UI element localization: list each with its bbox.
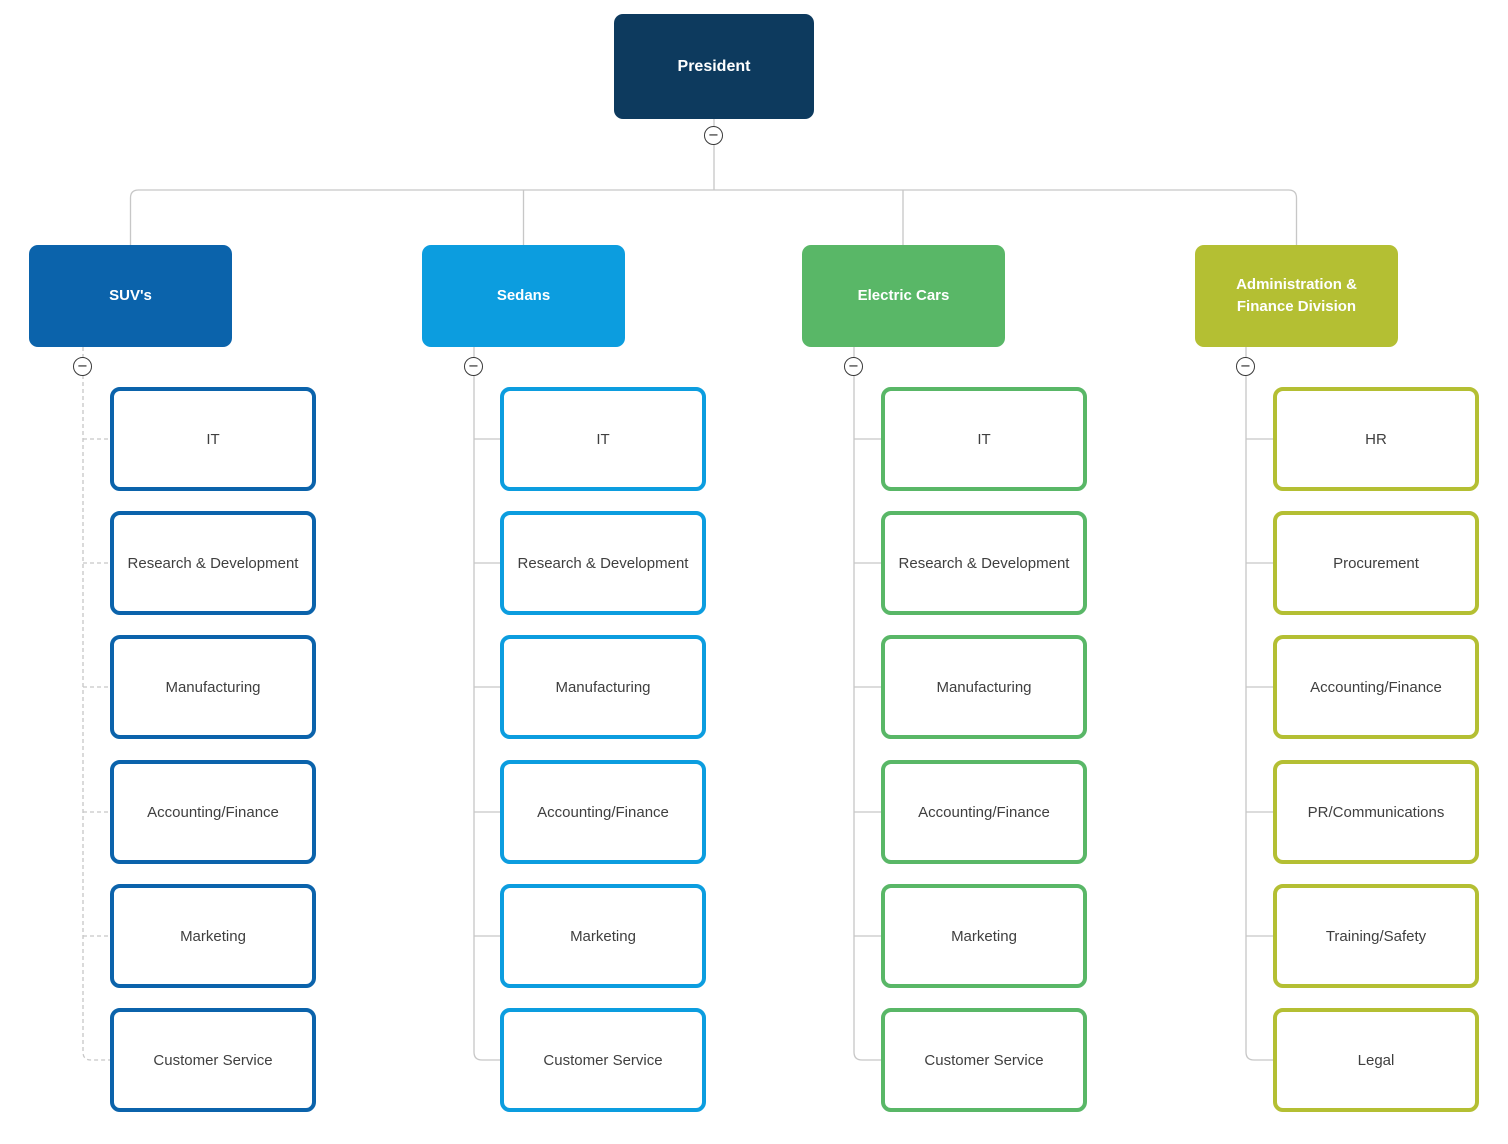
division-suvs[interactable]: SUV's: [29, 245, 232, 347]
sedans-dept-accounting-finance[interactable]: Accounting/Finance: [500, 760, 706, 864]
admin-dept-training-safety[interactable]: Training/Safety: [1273, 884, 1479, 988]
admin-dept-hr[interactable]: HR: [1273, 387, 1479, 491]
sedans-dept-research-development[interactable]: Research & Development: [500, 511, 706, 615]
admin-dept-procurement[interactable]: Procurement: [1273, 511, 1479, 615]
sedans-dept-customer-service[interactable]: Customer Service: [500, 1008, 706, 1112]
division-sedans[interactable]: Sedans: [422, 245, 625, 347]
admin-dept-accounting-finance[interactable]: Accounting/Finance: [1273, 635, 1479, 739]
electric-dept-accounting-finance[interactable]: Accounting/Finance: [881, 760, 1087, 864]
collapse-button-president[interactable]: −: [704, 126, 723, 145]
sedans-dept-marketing[interactable]: Marketing: [500, 884, 706, 988]
suvs-dept-it[interactable]: IT: [110, 387, 316, 491]
electric-dept-manufacturing[interactable]: Manufacturing: [881, 635, 1087, 739]
electric-dept-research-development[interactable]: Research & Development: [881, 511, 1087, 615]
collapse-button-sedans[interactable]: −: [464, 357, 483, 376]
suvs-dept-marketing[interactable]: Marketing: [110, 884, 316, 988]
division-admin-finance[interactable]: Administration & Finance Division: [1195, 245, 1398, 347]
collapse-button-electric-cars[interactable]: −: [844, 357, 863, 376]
suvs-dept-customer-service[interactable]: Customer Service: [110, 1008, 316, 1112]
admin-dept-legal[interactable]: Legal: [1273, 1008, 1479, 1112]
collapse-button-admin-finance[interactable]: −: [1236, 357, 1255, 376]
sedans-dept-it[interactable]: IT: [500, 387, 706, 491]
suvs-dept-accounting-finance[interactable]: Accounting/Finance: [110, 760, 316, 864]
suvs-dept-research-development[interactable]: Research & Development: [110, 511, 316, 615]
electric-dept-customer-service[interactable]: Customer Service: [881, 1008, 1087, 1112]
electric-dept-marketing[interactable]: Marketing: [881, 884, 1087, 988]
sedans-dept-manufacturing[interactable]: Manufacturing: [500, 635, 706, 739]
suvs-dept-manufacturing[interactable]: Manufacturing: [110, 635, 316, 739]
division-electric-cars[interactable]: Electric Cars: [802, 245, 1005, 347]
president-node[interactable]: President: [614, 14, 814, 119]
electric-dept-it[interactable]: IT: [881, 387, 1087, 491]
collapse-button-suvs[interactable]: −: [73, 357, 92, 376]
admin-dept-pr-communications[interactable]: PR/Communications: [1273, 760, 1479, 864]
